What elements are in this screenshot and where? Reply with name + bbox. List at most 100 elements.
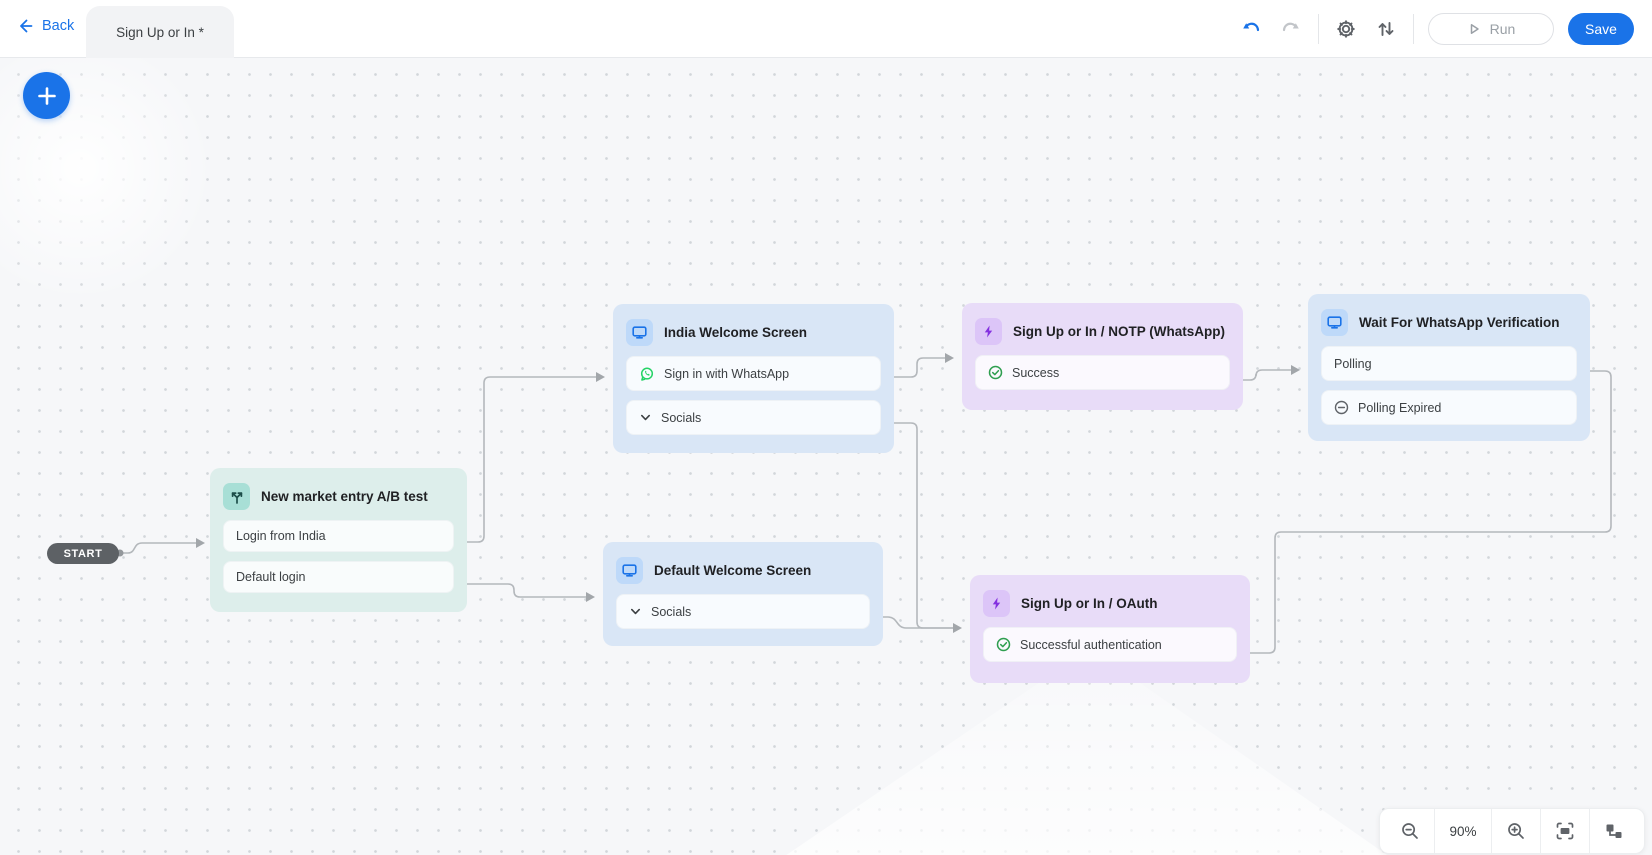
- edge-start-abtest[interactable]: [120, 542, 197, 554]
- start-node[interactable]: START: [47, 543, 119, 564]
- zoom-toolbar: 90%: [1379, 808, 1645, 854]
- node-rows: Success: [962, 355, 1243, 390]
- edge-oauth-polling-loop[interactable]: [1239, 370, 1612, 654]
- flow-tab-title: Sign Up or In *: [116, 24, 204, 40]
- import-export-icon[interactable]: [1373, 16, 1399, 42]
- node-title: Sign Up or In / OAuth: [1021, 596, 1158, 611]
- lightning-icon: [983, 590, 1010, 617]
- node-header: Wait For WhatsApp Verification: [1308, 294, 1590, 346]
- chevron-down-icon: [641, 414, 650, 421]
- edge-default-socials-oauth[interactable]: [868, 616, 954, 629]
- back-label: Back: [42, 18, 75, 34]
- node-rows: Sign in with WhatsApp Socials: [613, 356, 894, 435]
- node-ab-test[interactable]: New market entry A/B test Login from Ind…: [210, 468, 467, 612]
- node-row[interactable]: Successful authentication: [983, 627, 1237, 662]
- node-wait-whatsapp[interactable]: Wait For WhatsApp Verification Polling P…: [1308, 294, 1590, 441]
- screen-icon: [626, 319, 653, 346]
- arrowhead: [196, 538, 205, 548]
- node-row[interactable]: Socials: [626, 400, 881, 435]
- edge-default-login-welcome[interactable]: [458, 583, 587, 598]
- node-header: Sign Up or In / NOTP (WhatsApp): [962, 303, 1243, 355]
- start-label: START: [63, 547, 103, 560]
- node-row[interactable]: Default login: [223, 561, 454, 593]
- row-label: Socials: [661, 410, 702, 425]
- row-label: Polling Expired: [1358, 400, 1442, 415]
- node-row[interactable]: Success: [975, 355, 1230, 390]
- auto-layout-icon[interactable]: [1590, 808, 1638, 854]
- minus-circle-icon: [1334, 400, 1349, 415]
- check-circle-icon: [996, 637, 1011, 652]
- zoom-level-value: 90%: [1449, 823, 1477, 839]
- settings-gear-icon[interactable]: [1333, 16, 1359, 42]
- node-title: Wait For WhatsApp Verification: [1359, 315, 1560, 330]
- node-title: Default Welcome Screen: [654, 563, 812, 578]
- row-label: Sign in with WhatsApp: [664, 366, 790, 381]
- row-label: Polling: [1334, 356, 1372, 371]
- toolbar-divider: [1491, 808, 1492, 854]
- node-row[interactable]: Polling Expired: [1321, 390, 1577, 425]
- zoom-level[interactable]: 90%: [1435, 808, 1491, 854]
- node-header: New market entry A/B test: [210, 468, 467, 520]
- node-row[interactable]: Sign in with WhatsApp: [626, 356, 881, 391]
- toolbar-divider: [1434, 808, 1435, 854]
- screen-icon: [616, 557, 643, 584]
- edge-india-socials-oauth[interactable]: [881, 422, 954, 629]
- check-circle-icon: [988, 365, 1003, 380]
- toolbar-divider: [1318, 14, 1319, 44]
- node-header: Sign Up or In / OAuth: [970, 575, 1250, 627]
- node-rows: Polling Polling Expired: [1308, 346, 1590, 425]
- node-oauth[interactable]: Sign Up or In / OAuth Successful authent…: [970, 575, 1250, 683]
- back-arrow-icon: [20, 19, 33, 33]
- flow-canvas[interactable]: START New market entry A/B test Login fr: [0, 28, 1652, 855]
- node-title: India Welcome Screen: [664, 325, 808, 340]
- edge-success-wait[interactable]: [1230, 369, 1292, 381]
- redo-icon[interactable]: [1278, 16, 1304, 42]
- arrowhead: [953, 623, 962, 633]
- row-label: Login from India: [236, 529, 326, 543]
- node-row[interactable]: Login from India: [223, 520, 454, 552]
- node-header: Default Welcome Screen: [603, 542, 883, 594]
- save-button[interactable]: Save: [1568, 13, 1634, 45]
- node-title: Sign Up or In / NOTP (WhatsApp): [1013, 324, 1225, 339]
- edge-login-india-welcome[interactable]: [458, 376, 597, 543]
- node-default-welcome[interactable]: Default Welcome Screen Socials: [603, 542, 883, 646]
- edges-layer: [116, 353, 1612, 658]
- node-row[interactable]: Polling: [1321, 346, 1577, 381]
- toolbar-divider: [1413, 14, 1414, 44]
- row-label: Successful authentication: [1020, 637, 1162, 652]
- edge-whatsapp-notp[interactable]: [881, 357, 946, 378]
- chevron-down-icon: [631, 608, 640, 615]
- node-rows: Login from India Default login: [210, 520, 467, 593]
- arrowhead: [596, 372, 605, 382]
- node-header: India Welcome Screen: [613, 304, 894, 356]
- toolbar-divider: [1589, 808, 1590, 854]
- row-label: Socials: [651, 604, 692, 619]
- node-title: New market entry A/B test: [261, 489, 428, 504]
- arrowhead: [586, 592, 595, 602]
- run-button[interactable]: Run: [1428, 13, 1554, 45]
- fit-to-screen-icon[interactable]: [1541, 808, 1589, 854]
- undo-icon[interactable]: [1238, 16, 1264, 42]
- lightning-icon: [975, 318, 1002, 345]
- zoom-out-icon[interactable]: [1386, 808, 1434, 854]
- save-label: Save: [1585, 21, 1617, 37]
- whatsapp-icon: [640, 367, 654, 381]
- screen-icon: [1321, 309, 1348, 336]
- arrowhead: [1291, 365, 1300, 375]
- back-button[interactable]: Back: [16, 17, 74, 35]
- add-node-button[interactable]: [23, 72, 70, 119]
- play-icon: [1470, 24, 1479, 34]
- zoom-in-icon[interactable]: [1492, 808, 1540, 854]
- branch-split-icon: [223, 483, 250, 510]
- top-bar: Back Sign Up or In *: [0, 0, 1652, 58]
- toolbar-divider: [1540, 808, 1541, 854]
- node-rows: Successful authentication: [970, 627, 1250, 662]
- row-label: Success: [1012, 365, 1060, 380]
- node-row[interactable]: Socials: [616, 594, 870, 629]
- flow-tab[interactable]: Sign Up or In *: [86, 6, 234, 58]
- top-bar-actions: Run Save: [1238, 0, 1634, 58]
- node-rows: Socials: [603, 594, 883, 629]
- node-india-welcome[interactable]: India Welcome Screen Sign in with WhatsA…: [613, 304, 894, 453]
- node-notp-whatsapp[interactable]: Sign Up or In / NOTP (WhatsApp) Success: [962, 303, 1243, 410]
